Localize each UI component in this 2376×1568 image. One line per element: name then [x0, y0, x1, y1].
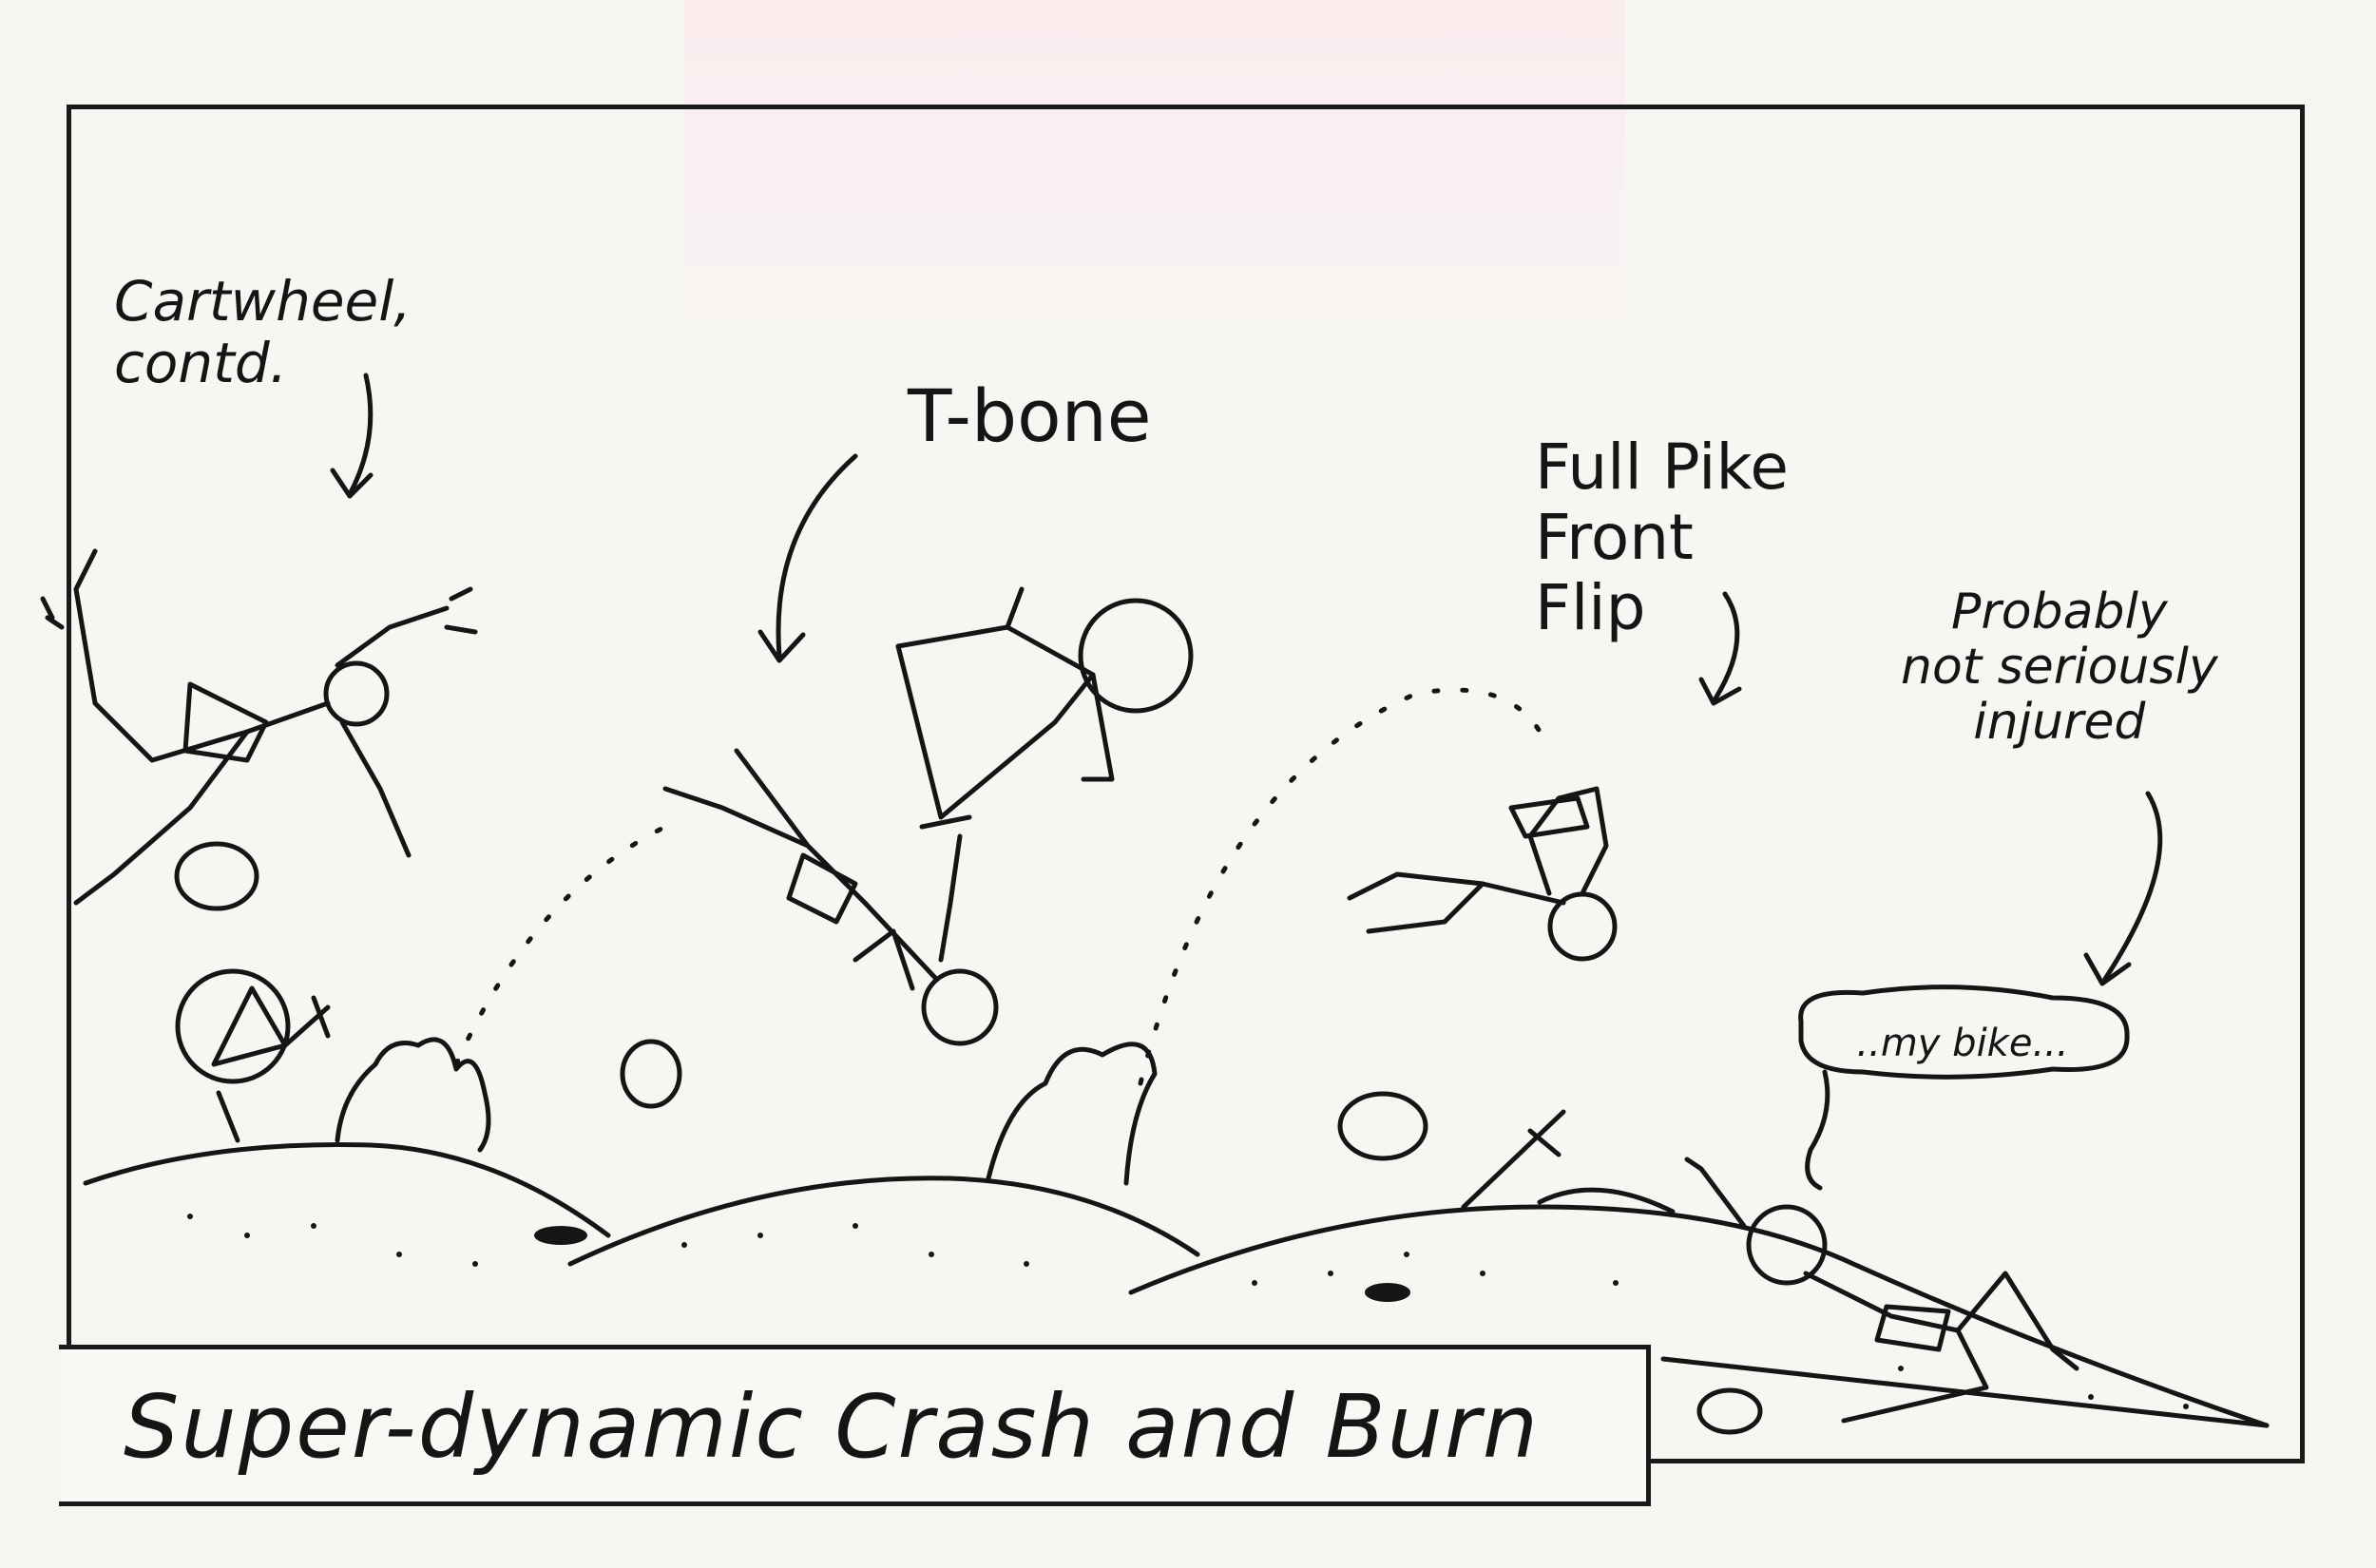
speech-bubble-outline: [1798, 985, 2130, 1080]
arrow-injured: [2083, 791, 2163, 986]
bike-left: [175, 968, 331, 1143]
helmet-injured: [1696, 1387, 1763, 1435]
bush-left: [335, 1037, 491, 1153]
label-cartwheel: Cartwheel, contd.: [114, 269, 412, 395]
motion-arc-left: [453, 824, 668, 1067]
hill-middle: [567, 1176, 1200, 1267]
scan-stain: [684, 0, 1625, 342]
arrow-tbone: [757, 453, 858, 663]
arrow-cartwheel: [330, 373, 374, 499]
arrow-pike: [1698, 591, 1742, 706]
rider-pike: [1347, 786, 1618, 962]
bush-middle: [986, 1042, 1158, 1186]
label-probably-not-injured: Probably not seriously injured: [1901, 583, 2218, 752]
label-tbone: T-bone: [908, 373, 1152, 458]
motion-arc-middle: [1138, 687, 1552, 1086]
rider-tbone: [662, 748, 999, 1046]
caption-box: [59, 1345, 1651, 1506]
rider-injured: [1684, 1157, 2079, 1424]
hill-right: [1128, 1204, 2270, 1428]
helmet-cartwheel: [174, 841, 259, 911]
rider-cartwheel: [40, 548, 478, 906]
helmet-tbone: [620, 1039, 682, 1109]
label-full-pike-front-flip: Full Pike Front Flip: [1535, 430, 1789, 644]
hill-left: [83, 1142, 611, 1238]
gravel-dots: [187, 1214, 2189, 1409]
bike-right: [1461, 1109, 1676, 1214]
speech-bubble-tail: [1805, 1069, 1830, 1191]
caption-title: Super-dynamic Crash and Burn: [124, 1376, 1541, 1478]
speech-bubble-text: ..my bike...: [1856, 1021, 2069, 1065]
helmet-pike: [1337, 1091, 1428, 1161]
bike-tbone: [895, 586, 1194, 830]
